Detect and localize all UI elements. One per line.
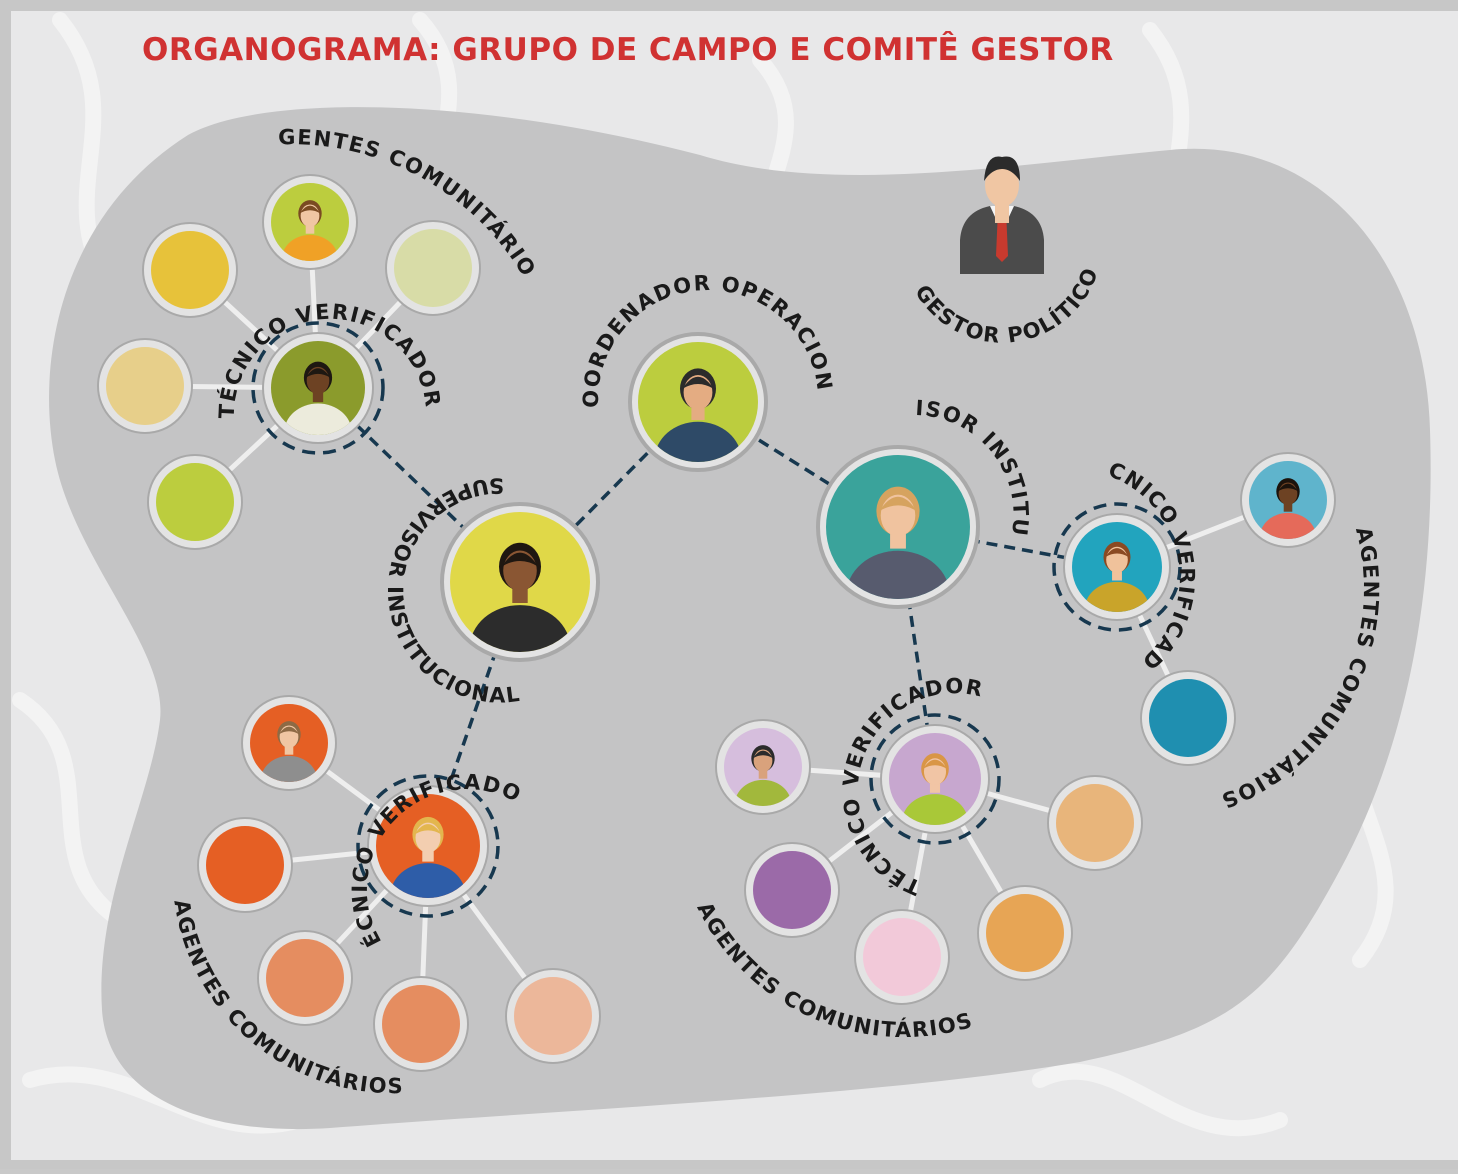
avatar-figure [846,486,950,599]
agente-comunitario-br-avatar [1047,775,1143,871]
neck [284,744,294,755]
avatar-figure [260,721,318,782]
page-title: ORGANOGRAMA: GRUPO DE CAMPO E COMITÊ GES… [142,32,1114,68]
hair-top [752,750,774,759]
agente-comunitario-r-avatar [1240,452,1336,548]
torso [901,794,969,825]
tecnico-verificador-r-avatar [1052,502,1182,632]
avatar-figure [390,816,466,898]
hair-top [682,376,714,389]
agente-comunitario-tl-avatar [147,454,243,550]
field-group-area [49,107,1431,1130]
agente-comunitario-tl-avatar [262,174,358,270]
avatar-background [382,985,460,1063]
neck [758,768,768,779]
hair-top [1277,483,1299,492]
hair-top [879,496,917,512]
hair-top [414,824,442,835]
avatar-background [514,977,592,1055]
agente-comunitario-tl-avatar [385,220,481,316]
hair-top [923,759,947,769]
supervisor-institucional-left-avatar [440,502,600,662]
avatar-figure [734,745,792,806]
avatar-background [151,231,229,309]
neck [1112,569,1122,581]
torso [260,755,318,782]
nodes [97,156,1336,1072]
agente-comunitario-br-avatar [977,885,1073,981]
dashed-ring [869,713,1001,845]
avatar-background [1056,784,1134,862]
agente-comunitario-bl-avatar [505,968,601,1064]
neck [305,223,315,234]
avatar-background [986,894,1064,972]
hair-top [278,726,300,735]
agente-comunitario-bl-avatar [373,976,469,1072]
avatar-figure [901,753,969,825]
neck [929,781,941,793]
agente-comunitario-bl-avatar [257,930,353,1026]
agente-comunitario-br-avatar [715,719,811,815]
tecnico-verificador-tl-avatar [251,321,385,455]
avatar-background [394,229,472,307]
supervisor-institucional-right-avatar [816,445,980,609]
face [985,163,1019,207]
agente-comunitario-br-avatar [744,842,840,938]
neck [1283,501,1293,512]
dashed-ring [1052,502,1182,632]
avatar-figure [469,542,571,652]
avatar-background [1149,679,1227,757]
torso [284,403,352,435]
avatar-figure [281,200,339,261]
hair [984,156,1020,181]
neck [995,205,1009,223]
avatar-figure [1084,541,1150,612]
avatar-background [753,851,831,929]
avatar-figure [1259,478,1317,539]
torso [846,550,950,599]
avatar-background [266,939,344,1017]
hair-top [1105,548,1129,558]
neck [312,390,324,403]
avatar-figure [654,368,742,462]
avatar-background [106,347,184,425]
hair-top [305,368,331,378]
agente-comunitario-br-avatar [854,909,950,1005]
torso [1259,512,1317,539]
avatar-background [206,826,284,904]
tecnico-verificador-br-avatar [869,713,1001,845]
agente-comunitario-r-avatar [1140,670,1236,766]
torso [734,779,792,806]
agente-comunitario-bl-avatar [197,817,293,913]
neck [422,848,434,862]
tecnico-verificador-bl-avatar [356,774,500,918]
torso [469,605,571,652]
hair-top [299,205,321,214]
hair-top [501,552,539,567]
dashed-ring [251,321,385,455]
torso [1084,581,1150,612]
agente-comunitario-bl-avatar [241,695,337,791]
agente-comunitario-tl-avatar [97,338,193,434]
torso [390,863,466,898]
agente-comunitario-tl-avatar [142,222,238,318]
dashed-ring [356,774,500,918]
gestor-politico-figure [960,156,1044,274]
coordenador-operacional-avatar [628,332,768,472]
avatar-background [156,463,234,541]
torso [281,234,339,261]
torso [654,421,742,462]
avatar-background [863,918,941,996]
avatar-figure [284,361,352,435]
